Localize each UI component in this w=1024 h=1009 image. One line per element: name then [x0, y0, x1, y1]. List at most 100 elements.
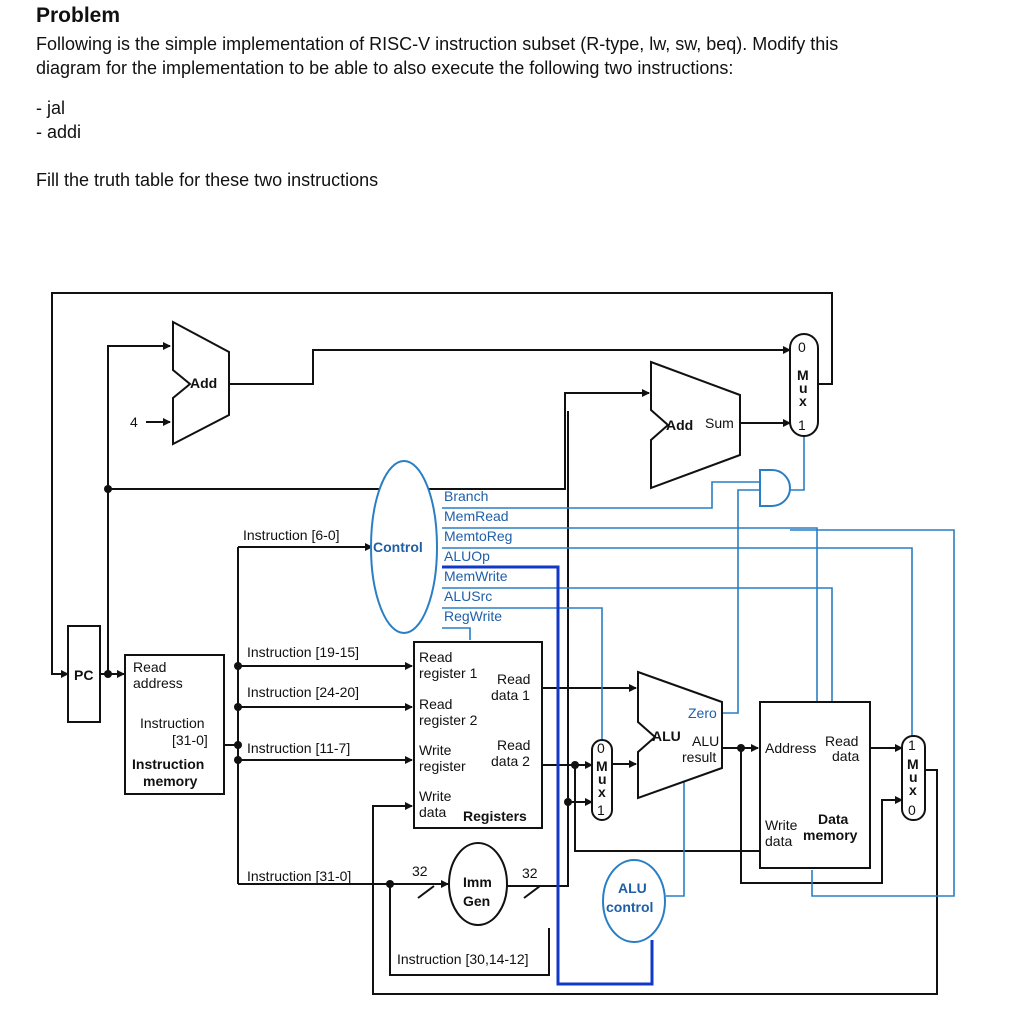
pc-mux-x: x: [799, 393, 807, 409]
branch-adder: [650, 360, 741, 490]
alu-to-memmux-wire: [740, 748, 903, 884]
field-30-14-12: Instruction [30,14-12]: [397, 951, 529, 967]
pc-mux-u: u: [799, 380, 808, 396]
pc-to-add1-wire: [107, 342, 171, 674]
pc-mux-m: M: [797, 367, 809, 383]
add1-to-mux-wire: [229, 346, 791, 385]
reg-wda: Write: [419, 788, 452, 804]
reg-rr1a: Read: [419, 649, 452, 665]
extra-control-wire: [790, 529, 955, 897]
imm-out-wire: [505, 411, 569, 887]
alu-zero: Zero: [688, 705, 717, 721]
reg-wdb: data: [419, 804, 446, 820]
list-item-jal: - jal: [36, 98, 66, 118]
memtoreg-mux-x: x: [909, 782, 917, 798]
pc-adder-label: Add: [190, 375, 217, 391]
alusrc-mux-x: x: [598, 784, 606, 800]
pc-to-add2-wire: [108, 389, 650, 490]
memtoreg-mux-m: M: [907, 756, 919, 772]
branch-adder-label: Add: [666, 417, 693, 433]
imm-gen: [448, 842, 508, 926]
control-wires: [442, 432, 955, 986]
imem-name1: Instruction: [132, 756, 204, 772]
signal-branch: Branch: [444, 488, 488, 504]
problem-text-line2: diagram for the implementation to be abl…: [36, 58, 734, 78]
signal-memtoreg: MemtoReg: [444, 528, 512, 544]
alusrc-mux-u: u: [598, 771, 607, 787]
branch-wire: [442, 481, 760, 509]
field-6-0: Instruction [6-0]: [243, 527, 340, 543]
reg-rr1b: register 1: [419, 665, 478, 681]
reg-rr2a: Read: [419, 696, 452, 712]
dmem-write1: Write: [765, 817, 798, 833]
aluctl-to-alu-wire: [666, 780, 685, 897]
junction-dots: [104, 485, 745, 888]
field-24-20: Instruction [24-20]: [247, 684, 359, 700]
dmem-address: Address: [765, 740, 816, 756]
branch-and-gate: [759, 469, 791, 507]
pc-adder: [172, 320, 230, 446]
imm-gen-b: Gen: [463, 893, 490, 909]
alusrc-wire: [442, 607, 603, 742]
aluop-wire: [442, 565, 654, 986]
signal-aluop: ALUOp: [444, 548, 490, 564]
signal-regwrite: RegWrite: [444, 608, 502, 624]
alu-control-b: control: [606, 899, 653, 915]
control-unit: [370, 460, 438, 634]
alusrc-mux-in0: 0: [597, 740, 605, 756]
imm-out-slash: [523, 885, 541, 899]
alu-label: ALU: [652, 728, 681, 744]
imm-out-width: 32: [522, 865, 538, 881]
reg-rr2b: register 2: [419, 712, 478, 728]
memtoreg-mux: [901, 735, 926, 821]
field-19-15: Instruction [19-15]: [247, 644, 359, 660]
signal-memwrite: MemWrite: [444, 568, 508, 584]
pc-label: PC: [74, 667, 93, 683]
reg-rd2b: data 2: [491, 753, 530, 769]
imm-gen-a: Imm: [463, 874, 492, 890]
memtoreg-wire: [442, 547, 913, 738]
branch-adder-sum: Sum: [705, 415, 734, 431]
pc-register: [67, 625, 101, 723]
funct-field-wire: [389, 884, 550, 976]
and-to-mux-wire: [790, 432, 805, 491]
pc-mux-in0: 0: [798, 339, 806, 355]
reg-name: Registers: [463, 808, 527, 824]
black-wires: [51, 292, 938, 995]
signal-memread: MemRead: [444, 508, 509, 524]
memtoreg-mux-u: u: [909, 769, 918, 785]
reg-rd1b: data 1: [491, 687, 530, 703]
field-11-7: Instruction [11-7]: [247, 740, 350, 756]
imm-in-width: 32: [412, 863, 428, 879]
control-label: Control: [373, 539, 423, 555]
dmem-write2: data: [765, 833, 792, 849]
problem-text-line1: Following is the simple implementation o…: [36, 34, 839, 54]
alu-result-2: result: [682, 749, 716, 765]
zero-to-and-wire: [720, 489, 760, 714]
signal-alusrc: ALUSrc: [444, 588, 492, 604]
reg-wra: Write: [419, 742, 452, 758]
fill-instruction: Fill the truth table for these two instr…: [36, 170, 379, 190]
regwrite-wire: [442, 627, 471, 640]
instruction-memory: [124, 654, 225, 795]
instruction-list: - jal - addi: [36, 96, 996, 144]
imem-address: address: [133, 675, 183, 691]
data-memory: [759, 701, 871, 869]
imem-name2: memory: [143, 773, 198, 789]
dmem-read1: Read: [825, 733, 858, 749]
memtoreg-mux-in1: 1: [908, 737, 916, 753]
memtoreg-mux-in0: 0: [908, 802, 916, 818]
pc-feedback-wire: [51, 292, 833, 678]
dmem-name1: Data: [818, 811, 849, 827]
pc-mux-in1: 1: [798, 417, 806, 433]
imem-instruction: Instruction: [140, 715, 205, 731]
pc-mux: [789, 333, 819, 437]
alu: [637, 670, 723, 800]
constant-four: 4: [130, 414, 138, 430]
imem-read: Read: [133, 659, 166, 675]
alusrc-mux-in1: 1: [597, 802, 605, 818]
imem-bits: [31-0]: [172, 732, 208, 748]
register-file: [413, 641, 543, 829]
alu-control-a: ALU: [618, 880, 647, 896]
